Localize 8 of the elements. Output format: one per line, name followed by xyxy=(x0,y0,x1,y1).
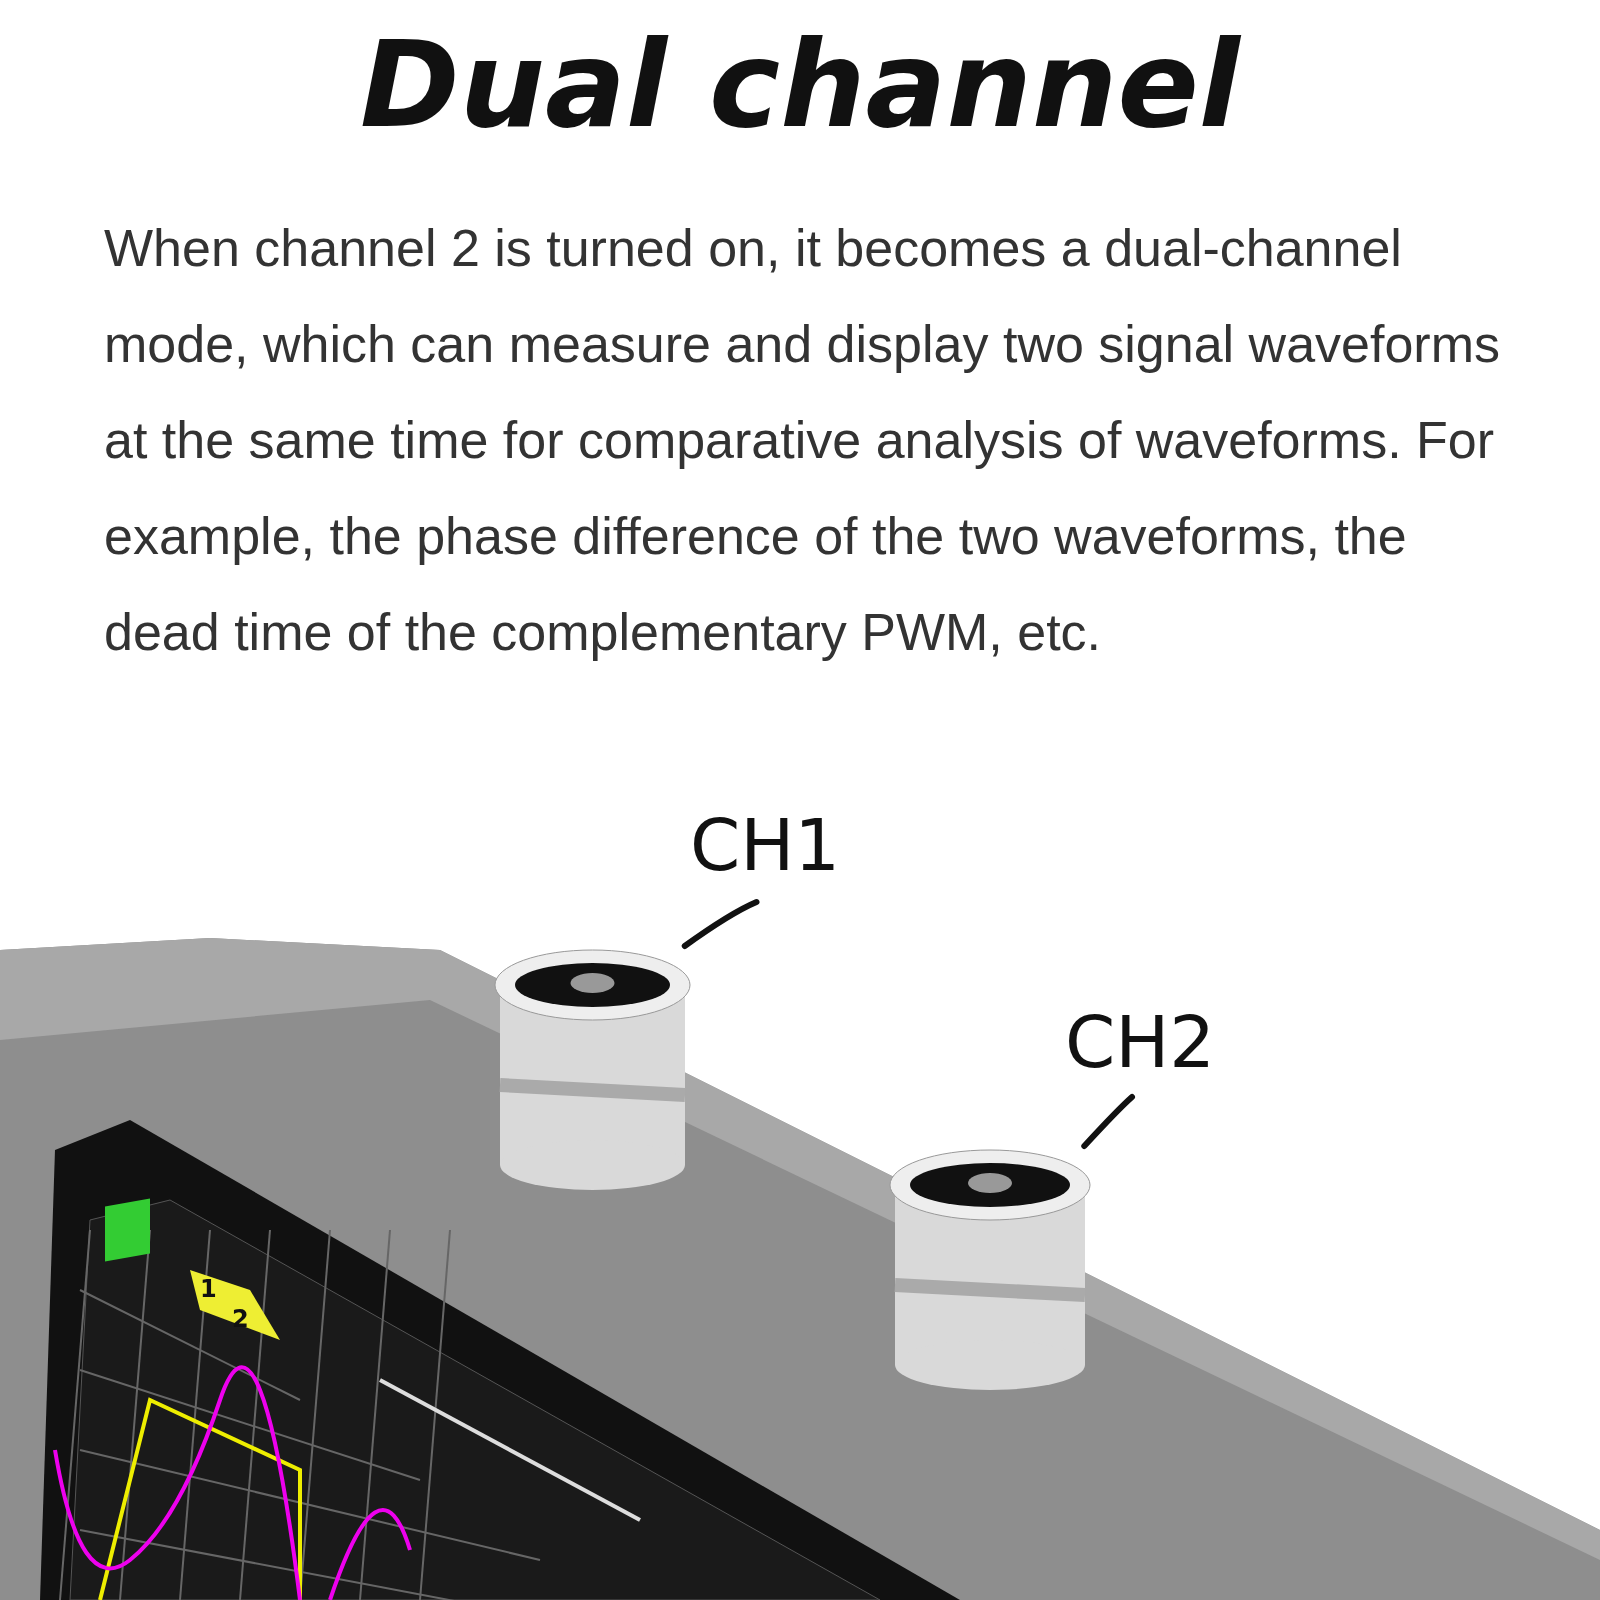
title: Dual channel xyxy=(359,15,1243,154)
description-text: When channel 2 is turned on, it becomes a dual-channel mode, which can measure and display two signal waveforms at the same time for comparative analysis of waveforms. For example, the phase difference of the two waveforms, the dead time of the complementary PWM, etc. xyxy=(104,218,1501,663)
leader-line xyxy=(1081,1094,1135,1149)
channel-number: 1 xyxy=(200,1275,218,1303)
callout-label: CH2 xyxy=(1060,990,1220,1095)
callout-label: CH1 xyxy=(680,790,850,900)
channel-number: 2 xyxy=(232,1305,250,1333)
leader-line xyxy=(681,899,760,949)
